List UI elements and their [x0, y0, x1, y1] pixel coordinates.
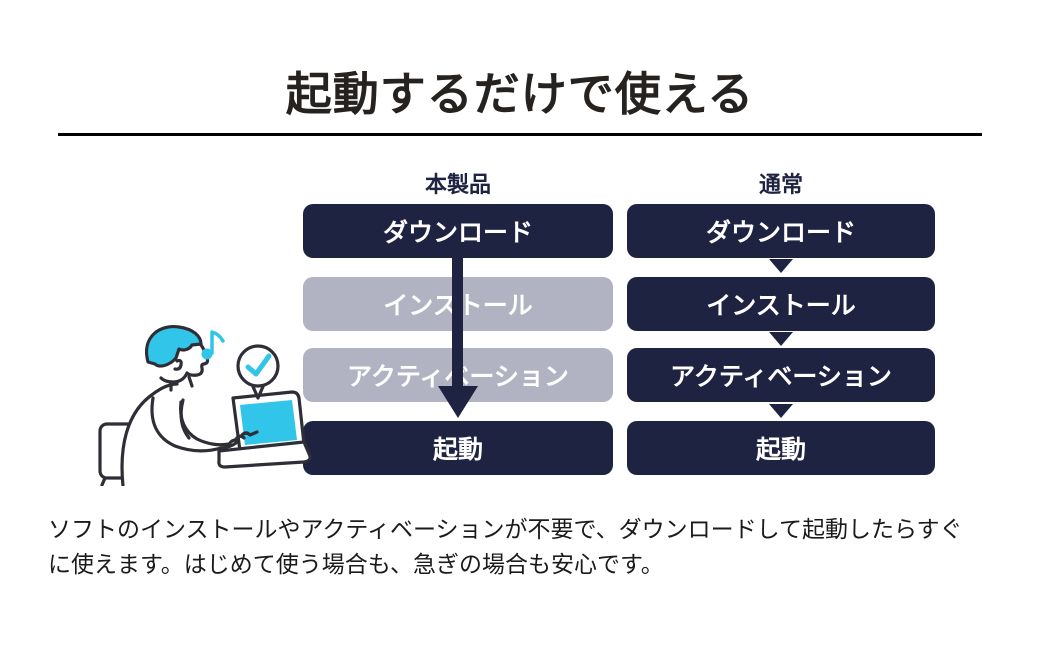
column-header-product: 本製品	[424, 172, 491, 197]
person-laptop-illustration	[95, 320, 313, 488]
arm-and-hand	[150, 396, 259, 453]
down-arrow-icon	[769, 259, 793, 273]
normal-step-download: ダウンロード	[627, 204, 935, 258]
page-title: 起動するだけで使える	[285, 68, 755, 120]
check-bubble-icon	[236, 344, 280, 400]
laptop	[217, 390, 312, 469]
normal-step-launch: 起動	[627, 421, 935, 475]
normal-step-activation: アクティベーション	[627, 348, 935, 402]
normal-step-install: インストール	[627, 277, 935, 331]
product-step-launch: 起動	[303, 421, 613, 475]
down-arrow-icon	[769, 332, 793, 346]
title-underline	[58, 133, 982, 136]
checkmark-icon	[245, 353, 272, 377]
product-step-download: ダウンロード	[303, 204, 613, 258]
music-note-icon	[201, 330, 225, 360]
laptop-screen	[240, 400, 297, 445]
skip-arrow-shaft	[452, 257, 463, 388]
skip-arrow-head-icon	[438, 386, 478, 418]
down-arrow-icon	[769, 404, 793, 418]
person	[120, 324, 210, 488]
hair	[145, 324, 203, 368]
description-text: ソフトのインストールやアクティベーションが不要で、ダウンロードして起動したらすぐ…	[48, 516, 963, 577]
column-header-normal: 通常	[758, 172, 803, 197]
